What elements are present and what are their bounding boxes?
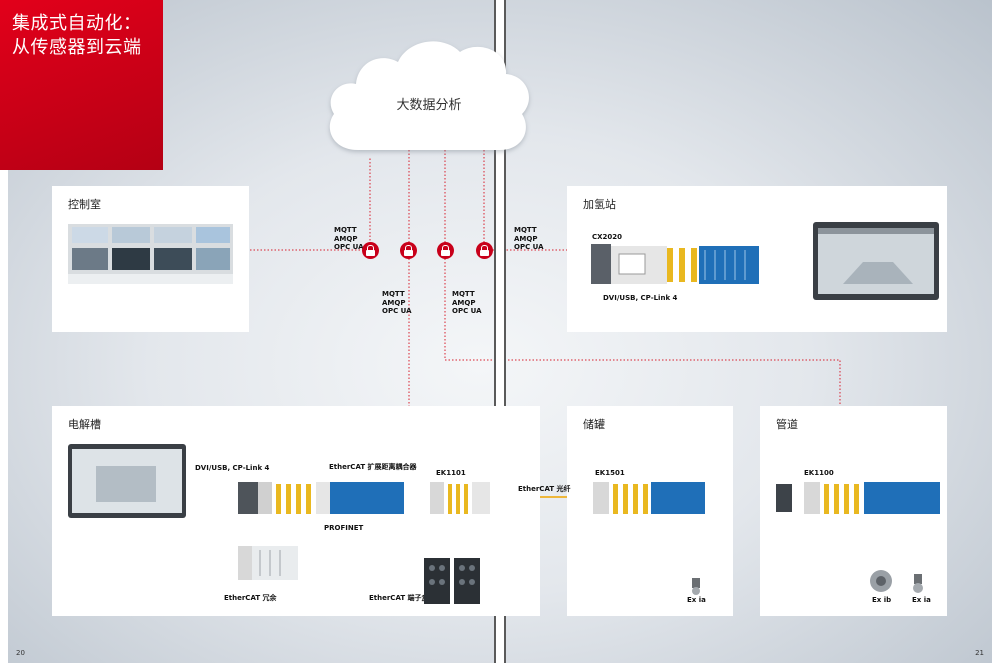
title-block: 集成式自动化： 从传感器到云端 <box>0 0 163 170</box>
control-room-image <box>68 224 233 284</box>
title-line-1: 集成式自动化： <box>12 13 142 34</box>
label-dvi-h2: DVI/USB, CP-Link 4 <box>603 294 678 302</box>
panel-title-control-room: 控制室 <box>68 198 101 211</box>
label-exib-pipe: Ex ib <box>872 596 892 604</box>
label-dvi-elec: DVI/USB, CP-Link 4 <box>195 464 270 472</box>
page-number-right: 21 <box>975 649 984 657</box>
label-profinet: PROFINET <box>324 524 364 532</box>
ek1100-terminal <box>776 482 940 514</box>
lock-icon <box>400 242 417 259</box>
hmi-panel-electrolyzer <box>68 444 186 518</box>
panel-control-room: 控制室 <box>52 186 249 332</box>
cx2020-controller <box>591 244 759 284</box>
ek1101-coupler <box>430 482 490 514</box>
label-ek1501: EK1501 <box>595 469 625 477</box>
lock-icon <box>362 242 379 259</box>
cloud-icon <box>329 41 529 150</box>
label-ethercat-ext: EtherCAT 扩展距离耦合器 <box>329 463 417 471</box>
page-number-left: 20 <box>16 649 25 657</box>
panel-storage-tank: 储罐 EK1501 Ex ia <box>567 406 733 616</box>
page-edge-left <box>0 0 8 663</box>
label-cx2020: CX2020 <box>592 233 623 241</box>
ex-ib-valve <box>870 570 892 592</box>
ex-ia-sensor-tank <box>692 578 700 595</box>
label-ethercat-redundant: EtherCAT 冗余 <box>224 594 277 602</box>
title-line-2: 从传感器到云端 <box>12 37 142 58</box>
panel-hydrogen-station: 加氢站 CX2020 DVI/USB, CP-Link 4 <box>567 186 947 332</box>
ek1501-terminal <box>593 482 705 514</box>
cloud-label: 大数据分析 <box>396 98 462 113</box>
lock-icon <box>476 242 493 259</box>
ex-ia-sensor-pipe <box>913 574 923 593</box>
panel-electrolyzer: 电解槽 DVI/USB, CP-Link 4 EtherCAT 扩展距离耦合器 … <box>52 406 540 616</box>
label-ethercat-fiber: EtherCAT 光纤 <box>518 485 571 493</box>
redundant-coupler <box>238 546 298 580</box>
panel-pipeline: 管道 EK1100 Ex ib Ex ia <box>760 406 947 616</box>
panel-title-storage-tank: 储罐 <box>583 418 605 431</box>
label-ek1101: EK1101 <box>436 469 466 477</box>
ethercat-box-modules <box>424 558 480 604</box>
label-exia-pipe: Ex ia <box>912 596 931 604</box>
panel-title-pipeline: 管道 <box>776 418 798 431</box>
label-ethercat-box: EtherCAT 端子盒 <box>369 594 429 602</box>
label-ek1100: EK1100 <box>804 469 834 477</box>
plc-terminal-rack <box>238 482 404 514</box>
hmi-panel-h2 <box>813 222 939 300</box>
lock-icon <box>437 242 454 259</box>
label-exia-tank: Ex ia <box>687 596 706 604</box>
panel-title-electrolyzer: 电解槽 <box>68 418 101 431</box>
panel-title-hydrogen-station: 加氢站 <box>583 198 616 211</box>
page-edge-right <box>992 0 1000 663</box>
